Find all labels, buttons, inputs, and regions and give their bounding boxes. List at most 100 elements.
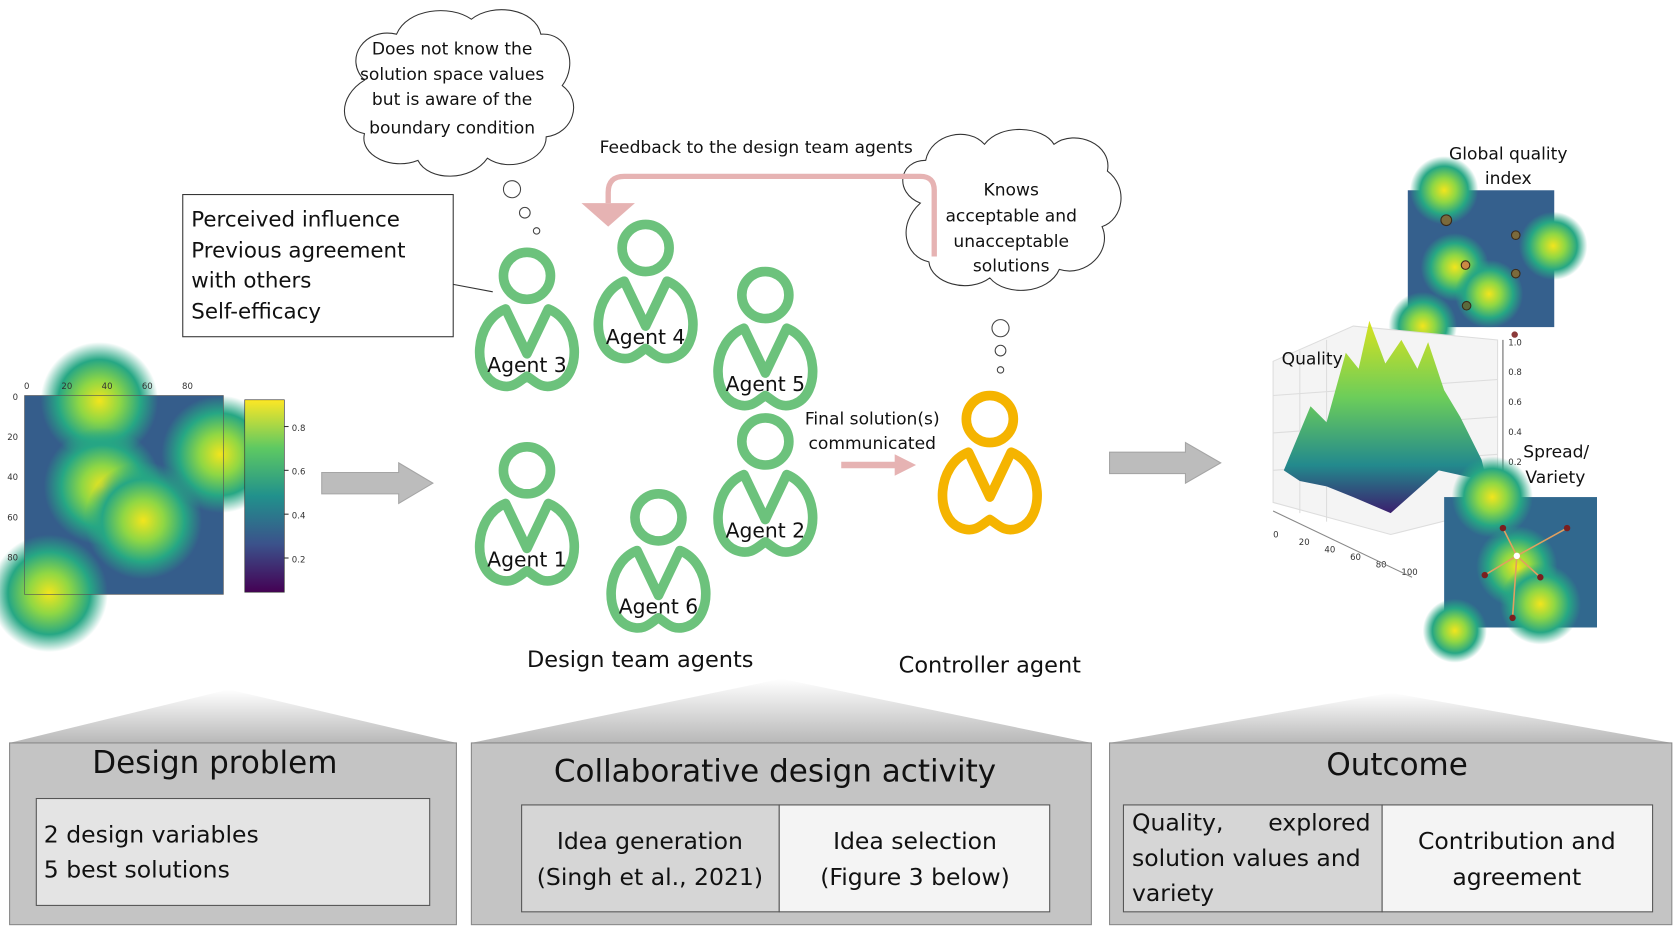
house-collaborative-activity: Collaborative design activity Idea gener… [470,678,1092,926]
thought-text: unacceptable [953,232,1069,252]
surface-mesh [1283,320,1487,514]
agent-body-icon [474,498,580,586]
house-outcome: Outcome Quality, explored solution value… [1109,692,1673,926]
controller-agent[interactable] [937,390,1042,535]
tick-label: 60 [7,513,18,523]
controller-caption: Controller agent [899,652,1082,678]
spread-variety-heatmap [1422,456,1597,663]
attribute-line: Perceived influence [191,208,400,233]
house-text: (Figure 3 below) [820,863,1009,891]
tick-label: 0 [13,393,18,403]
house-text: agreement [1452,863,1581,891]
agent-2[interactable]: Agent 2 [713,413,818,557]
global-quality-title: Global quality [1449,144,1567,164]
thought-text: acceptable and [945,206,1077,226]
heatmap-peak [84,461,202,580]
agent-attributes-box: Perceived influence Previous agreement w… [182,194,493,338]
agent-5[interactable]: Agent 5 [713,266,818,411]
agent-6[interactable]: Agent 6 [606,489,711,633]
final-label: communicated [808,434,936,454]
attribute-line: Previous agreement [191,239,405,264]
agent-head-icon [630,489,687,546]
agent-body-icon [606,545,711,633]
tick-label: 0.6 [292,468,306,478]
house-title: Design problem [92,745,337,781]
tick-label: 40 [7,473,18,483]
flow-arrow-icon [321,461,434,505]
house-design-problem: Design problem 2 design variables 5 best… [9,689,457,926]
thought-text: Does not know the [372,40,533,60]
team-thought-cloud: Does not know the solution space values … [343,9,575,235]
tick-label: 80 [182,382,193,392]
house-text: Quality, explored [1132,809,1371,837]
house-title: Outcome [1326,747,1467,783]
tick-label: 0 [24,382,29,392]
heatmap-peak [40,342,159,460]
house-text: (Singh et al., 2021) [537,863,763,891]
house-text: 2 design variables [44,820,259,848]
design-team-agents: Agent 3 Agent 4 Agent 5 Agent 1 Agent 6 Agent… [474,219,818,633]
tick-label: 80 [7,554,18,564]
thought-text: solution space values [360,65,544,85]
agent-4[interactable]: Agent 4 [593,219,698,364]
feedback-label: Feedback to the design team agents [600,138,913,158]
feedback-arrow: Feedback to the design team agents [581,138,937,257]
final-solution-arrow: Final solution(s) communicated [805,409,940,476]
agent-body-icon [713,323,818,411]
tick-label: 0.6 [1508,398,1522,408]
tick-label: 0.8 [1508,368,1522,378]
quality-label: Quality [1282,350,1343,370]
agent-head-icon [737,266,794,324]
controller-thought-cloud: Knows acceptable and unacceptable soluti… [902,128,1122,374]
tick-label: 0.8 [292,424,306,434]
house-text: solution values and [1132,844,1361,872]
heatmap-peak [0,534,108,653]
tick-label: 0.4 [1508,428,1522,438]
thought-text: boundary condition [369,119,535,139]
agent-head-icon [617,219,674,277]
spread-label: Variety [1525,468,1585,488]
flow-arrow-icon [1109,441,1222,485]
agent-label: Agent 3 [487,353,566,377]
house-text: 5 best solutions [44,856,230,884]
agent-body-icon [713,469,818,557]
house-text: Idea selection [833,827,997,855]
agent-label: Agent 5 [726,372,805,396]
global-quality-title: index [1485,169,1532,189]
thought-text: Knows [984,181,1039,201]
agent-label: Agent 1 [487,548,566,572]
thought-text: but is aware of the [372,90,532,110]
agent-label: Agent 2 [726,519,805,543]
attribute-line: with others [191,269,311,294]
house-text: Contribution and [1418,827,1616,855]
final-label: Final solution(s) [805,409,940,429]
agent-1[interactable]: Agent 1 [474,442,580,586]
tick-label: 0.2 [292,555,306,565]
agent-head-icon [498,442,556,499]
agent-body-icon [474,304,580,392]
spread-label: Spread/ [1523,443,1589,463]
house-title: Collaborative design activity [554,753,996,789]
tick-label: 20 [1299,538,1310,548]
team-caption: Design team agents [527,647,753,673]
tick-label: 0.4 [292,511,306,521]
agent-label: Agent 6 [619,595,698,619]
outcome-plots: Global quality index Quality [1272,144,1597,663]
agent-body-icon [593,276,698,364]
tick-label: 100 [1401,568,1417,578]
tick-label: 60 [142,382,153,392]
thought-text: solutions [973,257,1050,277]
tick-label: 60 [1350,553,1361,563]
colorbar-ticks: 0.8 0.6 0.4 0.2 [284,424,305,565]
agent-3[interactable]: Agent 3 [474,247,580,392]
house-text: variety [1132,879,1214,907]
tick-label: 40 [102,382,113,392]
tick-label: 1.0 [1508,338,1522,348]
attribute-line: Self-efficacy [191,300,321,325]
tick-label: 20 [7,433,18,443]
